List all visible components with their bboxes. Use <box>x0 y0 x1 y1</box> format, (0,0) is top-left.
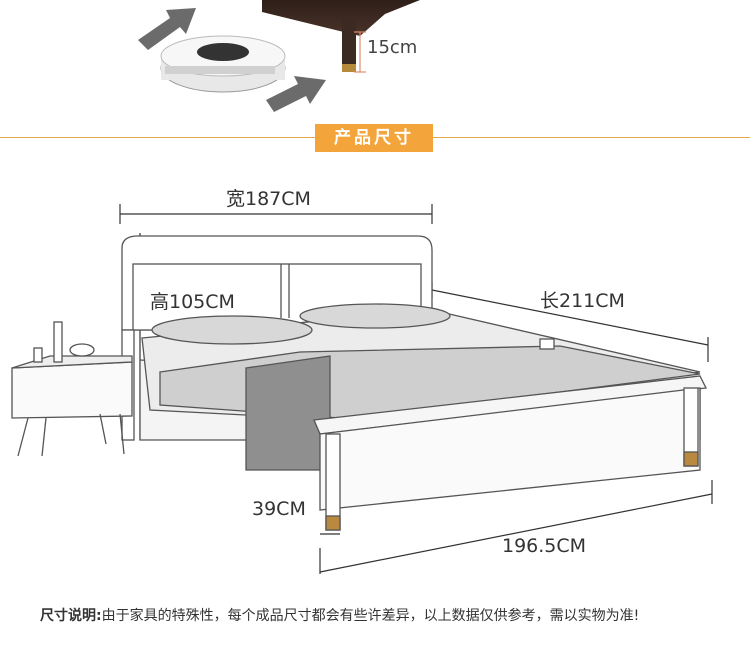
bed-leg <box>342 20 356 72</box>
height-dimension-label: 高105CM <box>150 291 235 313</box>
arrow-icon <box>138 8 196 50</box>
size-note-label: 尺寸说明: <box>40 608 102 624</box>
robot-height-label: 15cm <box>367 37 418 58</box>
footboard <box>313 375 707 435</box>
section-title: 产品尺寸 <box>315 124 433 152</box>
arrow-icon <box>266 76 326 112</box>
size-note-text: 由于家具的特殊性，每个成品尺寸都会有些许差异，以上数据仅供参考，需以实物为准! <box>101 608 640 624</box>
width-dimension-label: 宽187CM <box>226 188 311 210</box>
throw-blanket <box>245 355 331 471</box>
footboard-length-dimension-label: 196.5CM <box>502 535 587 557</box>
robot-vacuum-illustration <box>138 0 420 112</box>
size-note: 尺寸说明:由于家具的特殊性，每个成品尺寸都会有些许差异，以上数据仅供参考，需以实… <box>40 605 639 625</box>
pillow <box>151 315 313 345</box>
nightstand <box>11 361 133 419</box>
bed-underside <box>262 0 420 36</box>
leg-height-dimension-label: 39CM <box>252 498 306 520</box>
pillow <box>299 303 451 329</box>
length-dimension-label: 长211CM <box>540 290 625 312</box>
